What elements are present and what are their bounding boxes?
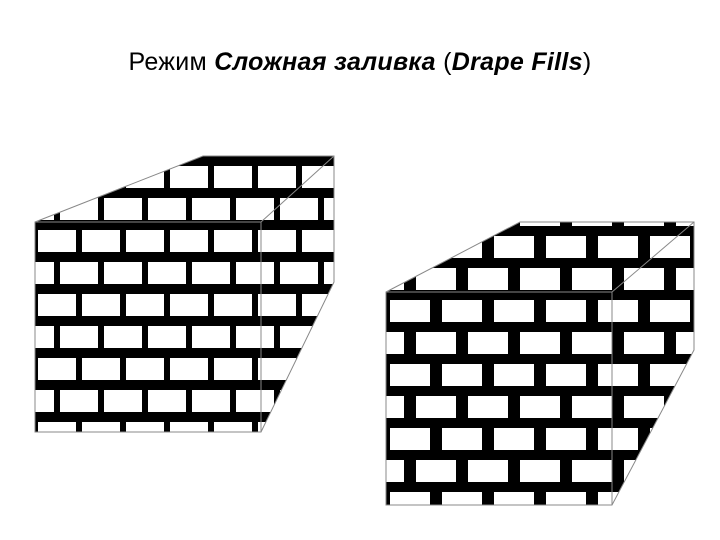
title-english: Drape Fills bbox=[451, 48, 583, 76]
left-box-outline bbox=[34, 155, 335, 433]
slide-title: Режим Сложная заливка (Drape Fills) bbox=[0, 48, 720, 77]
title-open-paren: ( bbox=[435, 48, 452, 76]
right-box-brick-fill bbox=[386, 222, 694, 505]
title-mode: Сложная заливка bbox=[214, 48, 436, 76]
left-box-depth-edge bbox=[260, 155, 335, 223]
right-box-depth-edge bbox=[611, 221, 695, 293]
right-box bbox=[385, 221, 695, 506]
right-box-outline bbox=[385, 221, 695, 506]
title-close-paren: ) bbox=[582, 48, 592, 76]
title-prefix: Режим bbox=[128, 48, 215, 76]
left-box-brick-fill bbox=[35, 156, 334, 432]
left-box bbox=[34, 155, 335, 433]
